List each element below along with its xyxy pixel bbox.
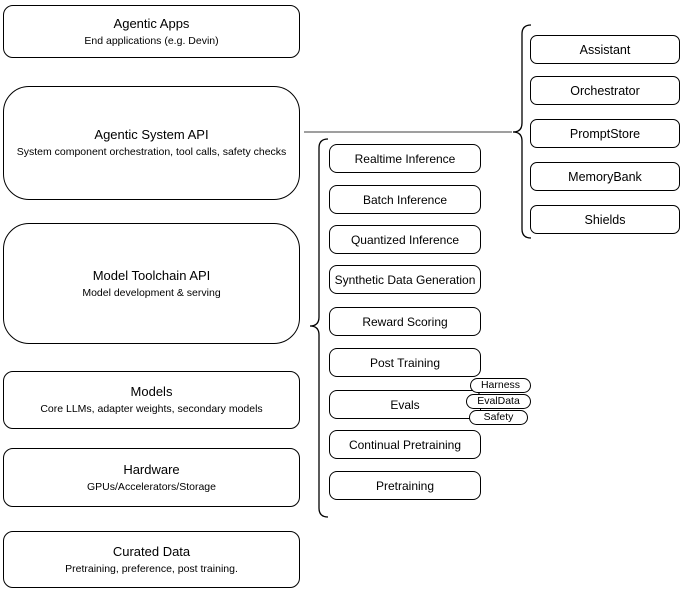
node-shields: Shields <box>530 205 680 234</box>
node-agentic-system-api: Agentic System API System component orch… <box>3 86 300 200</box>
tag-label: EvalData <box>477 395 520 407</box>
node-label: Batch Inference <box>362 192 448 207</box>
node-pretraining: Pretraining <box>329 471 481 500</box>
node-label: Synthetic Data Generation <box>334 272 476 287</box>
node-continual-pretraining: Continual Pretraining <box>329 430 481 459</box>
node-subtitle: Pretraining, preference, post training. <box>65 562 238 575</box>
node-label: PromptStore <box>569 126 641 141</box>
node-synthetic-data-generation: Synthetic Data Generation <box>329 265 481 294</box>
tag-label: Harness <box>480 379 521 391</box>
node-title: Curated Data <box>112 543 191 559</box>
node-title: Agentic Apps <box>113 15 190 31</box>
node-title: Model Toolchain API <box>92 267 211 283</box>
node-label: Assistant <box>579 42 631 57</box>
tag-harness: Harness <box>470 378 531 393</box>
node-label: Continual Pretraining <box>348 437 462 452</box>
node-promptstore: PromptStore <box>530 119 680 148</box>
node-evals: Evals <box>329 390 481 419</box>
node-subtitle: Core LLMs, adapter weights, secondary mo… <box>40 403 263 415</box>
node-title: Hardware <box>123 461 180 477</box>
node-curated-data: Curated Data Pretraining, preference, po… <box>3 531 300 588</box>
node-title: Models <box>130 384 173 399</box>
node-label: Reward Scoring <box>362 314 448 329</box>
node-orchestrator: Orchestrator <box>530 76 680 105</box>
node-models: Models Core LLMs, adapter weights, secon… <box>3 371 300 429</box>
node-subtitle: Model development & serving <box>82 286 221 299</box>
node-quantized-inference: Quantized Inference <box>329 225 481 254</box>
node-label: MemoryBank <box>568 169 642 184</box>
node-hardware: Hardware GPUs/Accelerators/Storage <box>3 448 300 507</box>
node-model-toolchain-api: Model Toolchain API Model development & … <box>3 223 300 344</box>
node-label: Evals <box>390 397 420 412</box>
node-label: Orchestrator <box>570 83 640 98</box>
node-label: Post Training <box>369 355 441 370</box>
node-label: Pretraining <box>375 478 435 493</box>
tag-evaldata: EvalData <box>466 394 531 409</box>
node-agentic-apps: Agentic Apps End applications (e.g. Devi… <box>3 5 300 58</box>
node-title: Agentic System API <box>94 127 209 142</box>
tag-safety: Safety <box>469 410 528 425</box>
node-realtime-inference: Realtime Inference <box>329 144 481 173</box>
node-label: Quantized Inference <box>350 232 460 247</box>
node-post-training: Post Training <box>329 348 481 377</box>
node-subtitle: End applications (e.g. Devin) <box>84 34 219 47</box>
node-batch-inference: Batch Inference <box>329 185 481 214</box>
tag-label: Safety <box>483 411 514 423</box>
node-subtitle: System component orchestration, tool cal… <box>16 146 287 158</box>
node-assistant: Assistant <box>530 35 680 64</box>
node-label: Shields <box>584 212 626 227</box>
node-reward-scoring: Reward Scoring <box>329 307 481 336</box>
node-memorybank: MemoryBank <box>530 162 680 191</box>
node-label: Realtime Inference <box>354 151 456 166</box>
node-subtitle: GPUs/Accelerators/Storage <box>87 480 216 493</box>
toolchain-bracket <box>309 138 329 518</box>
system-bracket <box>512 24 532 239</box>
